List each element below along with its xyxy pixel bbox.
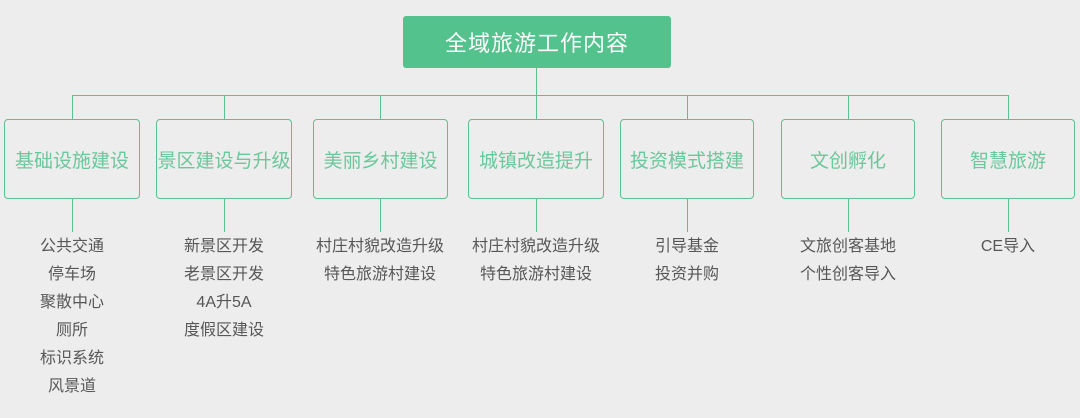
- branch-node-beautiful-village: 美丽乡村建设: [313, 119, 448, 199]
- branch-node-town-upgrade: 城镇改造提升: [468, 119, 604, 199]
- leaf-item: 公共交通: [39, 238, 104, 255]
- leaf-item: 停车场: [47, 266, 96, 283]
- branch-node-cultural-incubation: 文创孵化: [781, 119, 915, 199]
- branch-node-label: 文创孵化: [809, 150, 886, 172]
- connector-drop-2: [224, 95, 225, 119]
- connector-stub-4: [536, 199, 537, 232]
- leaf-item: 文旅创客基地: [799, 238, 896, 255]
- branch-node-investment-model: 投资模式搭建: [620, 119, 754, 199]
- leaf-list-scenic-area: 新景区开发 老景区开发 4A升5A 度假区建设: [114, 233, 334, 345]
- branch-node-label: 智慧旅游: [969, 150, 1046, 172]
- leaf-item: 新景区开发: [183, 238, 264, 255]
- leaf-list-town-upgrade: 村庄村貌改造升级 特色旅游村建设: [426, 233, 646, 289]
- root-node-label: 全域旅游工作内容: [444, 31, 629, 56]
- branch-node-label: 美丽乡村建设: [323, 150, 438, 172]
- connector-stub-7: [1008, 199, 1009, 232]
- connector-spine: [72, 95, 1008, 96]
- connector-stub-6: [848, 199, 849, 232]
- branch-node-label: 投资模式搭建: [629, 150, 744, 172]
- branch-node-label: 城镇改造提升: [478, 150, 593, 172]
- branch-node-label: 基础设施建设: [14, 150, 129, 172]
- leaf-item: 引导基金: [654, 238, 719, 255]
- leaf-list-cultural-incubation: 文旅创客基地 个性创客导入: [738, 233, 958, 289]
- connector-drop-3: [380, 95, 381, 119]
- leaf-item: 村庄村貌改造升级: [315, 238, 444, 255]
- connector-drop-1: [72, 95, 73, 119]
- leaf-list-infrastructure: 公共交通 停车场 聚散中心 厕所 标识系统 风景道: [0, 233, 182, 401]
- connector-stub-5: [687, 199, 688, 232]
- connector-stub-1: [72, 199, 73, 232]
- leaf-list-investment-model: 引导基金 投资并购: [577, 233, 797, 289]
- connector-stub-3: [380, 199, 381, 232]
- leaf-item: 投资并购: [654, 266, 719, 283]
- leaf-item: 个性创客导入: [799, 266, 896, 283]
- leaf-item: 度假区建设: [183, 322, 264, 339]
- leaf-item: 特色旅游村建设: [323, 266, 436, 283]
- connector-drop-5: [687, 95, 688, 119]
- root-node: 全域旅游工作内容: [403, 16, 671, 68]
- branch-node-infrastructure: 基础设施建设: [4, 119, 140, 199]
- leaf-list-beautiful-village: 村庄村貌改造升级 特色旅游村建设: [270, 233, 490, 289]
- leaf-item: 老景区开发: [183, 266, 264, 283]
- leaf-item: 聚散中心: [39, 294, 104, 311]
- branch-node-scenic-area: 景区建设与升级: [156, 119, 292, 199]
- leaf-item: 风景道: [47, 378, 96, 395]
- branch-node-label: 景区建设与升级: [157, 150, 291, 172]
- connector-drop-7: [1008, 95, 1009, 119]
- branch-node-smart-tourism: 智慧旅游: [941, 119, 1075, 199]
- connector-drop-6: [848, 95, 849, 119]
- leaf-item: 标识系统: [39, 350, 104, 367]
- leaf-list-smart-tourism: CE导入: [898, 233, 1080, 261]
- leaf-item: 特色旅游村建设: [479, 266, 592, 283]
- connector-root-drop: [536, 68, 537, 95]
- connector-drop-4: [536, 95, 537, 119]
- connector-stub-2: [224, 199, 225, 232]
- leaf-item: 村庄村貌改造升级: [471, 238, 600, 255]
- leaf-item: 厕所: [55, 322, 88, 339]
- leaf-item: CE导入: [980, 238, 1036, 255]
- leaf-item: 4A升5A: [196, 294, 252, 311]
